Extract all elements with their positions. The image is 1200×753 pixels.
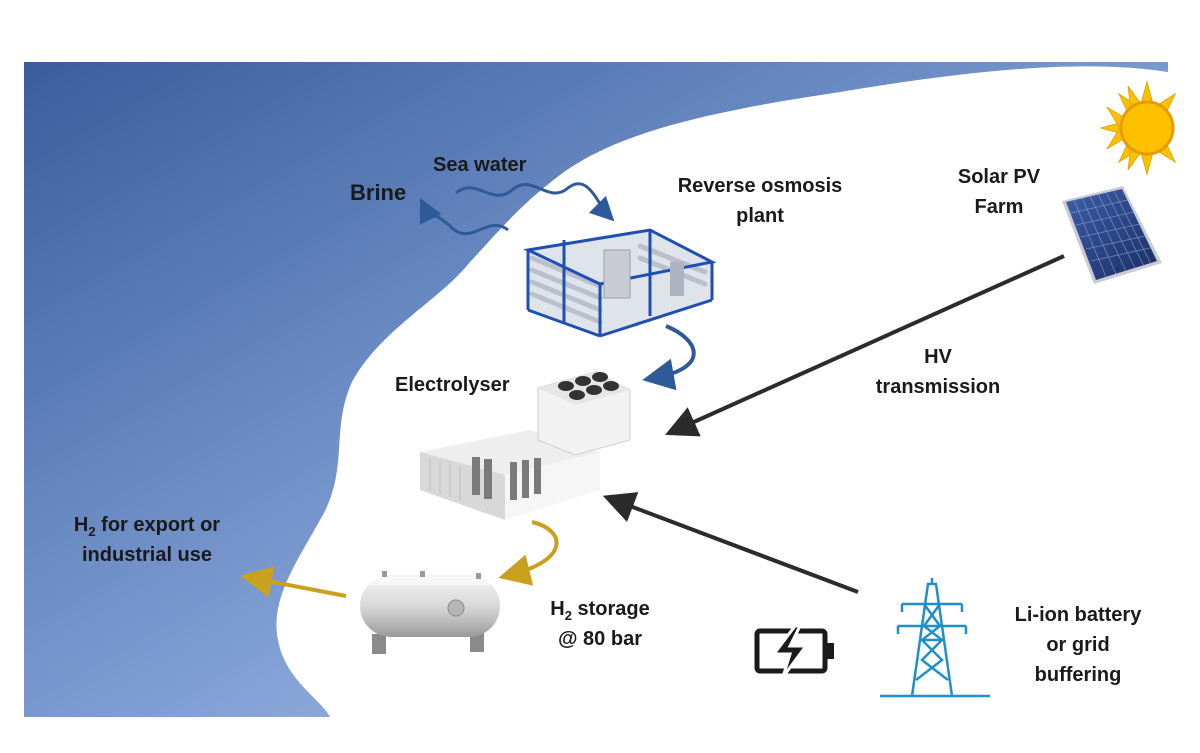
electrolyser-to-storage-arrow (498, 520, 559, 586)
ro-to-electrolyser-arrow (642, 324, 696, 391)
h2-storage-label: H2 storage @ 80 bar (550, 598, 650, 650)
electrolyser-label: Electrolyser (395, 374, 510, 396)
brine-label: Brine (350, 180, 407, 205)
reverse-osmosis-plant-icon (523, 228, 717, 338)
reverse-osmosis-label: Reverse osmosis plant (677, 175, 843, 227)
brine-outflow-arrow (419, 197, 509, 236)
sea-water-inflow-arrow (455, 182, 615, 222)
battery-grid-arrow (602, 492, 859, 594)
h2-export-label: H2 for export or industrial use (73, 514, 221, 566)
storage-to-export-arrow (240, 566, 347, 598)
hv-transmission-label: HV transmission (875, 346, 1001, 398)
sun-icon (1099, 80, 1177, 176)
hv-transmission-arrow (665, 254, 1065, 437)
battery-grid-label: Li-ion battery or grid buffering (1014, 604, 1142, 686)
sea-area (24, 62, 1168, 717)
storage-tank-icon (360, 571, 500, 654)
solar-panel-icon (1062, 186, 1162, 284)
battery-charging-icon (754, 624, 834, 678)
solar-pv-label: Solar PV Farm (957, 166, 1041, 218)
electrolyser-icon (420, 371, 631, 520)
sea-water-label: Sea water (433, 154, 527, 176)
transmission-tower-icon (880, 578, 990, 698)
